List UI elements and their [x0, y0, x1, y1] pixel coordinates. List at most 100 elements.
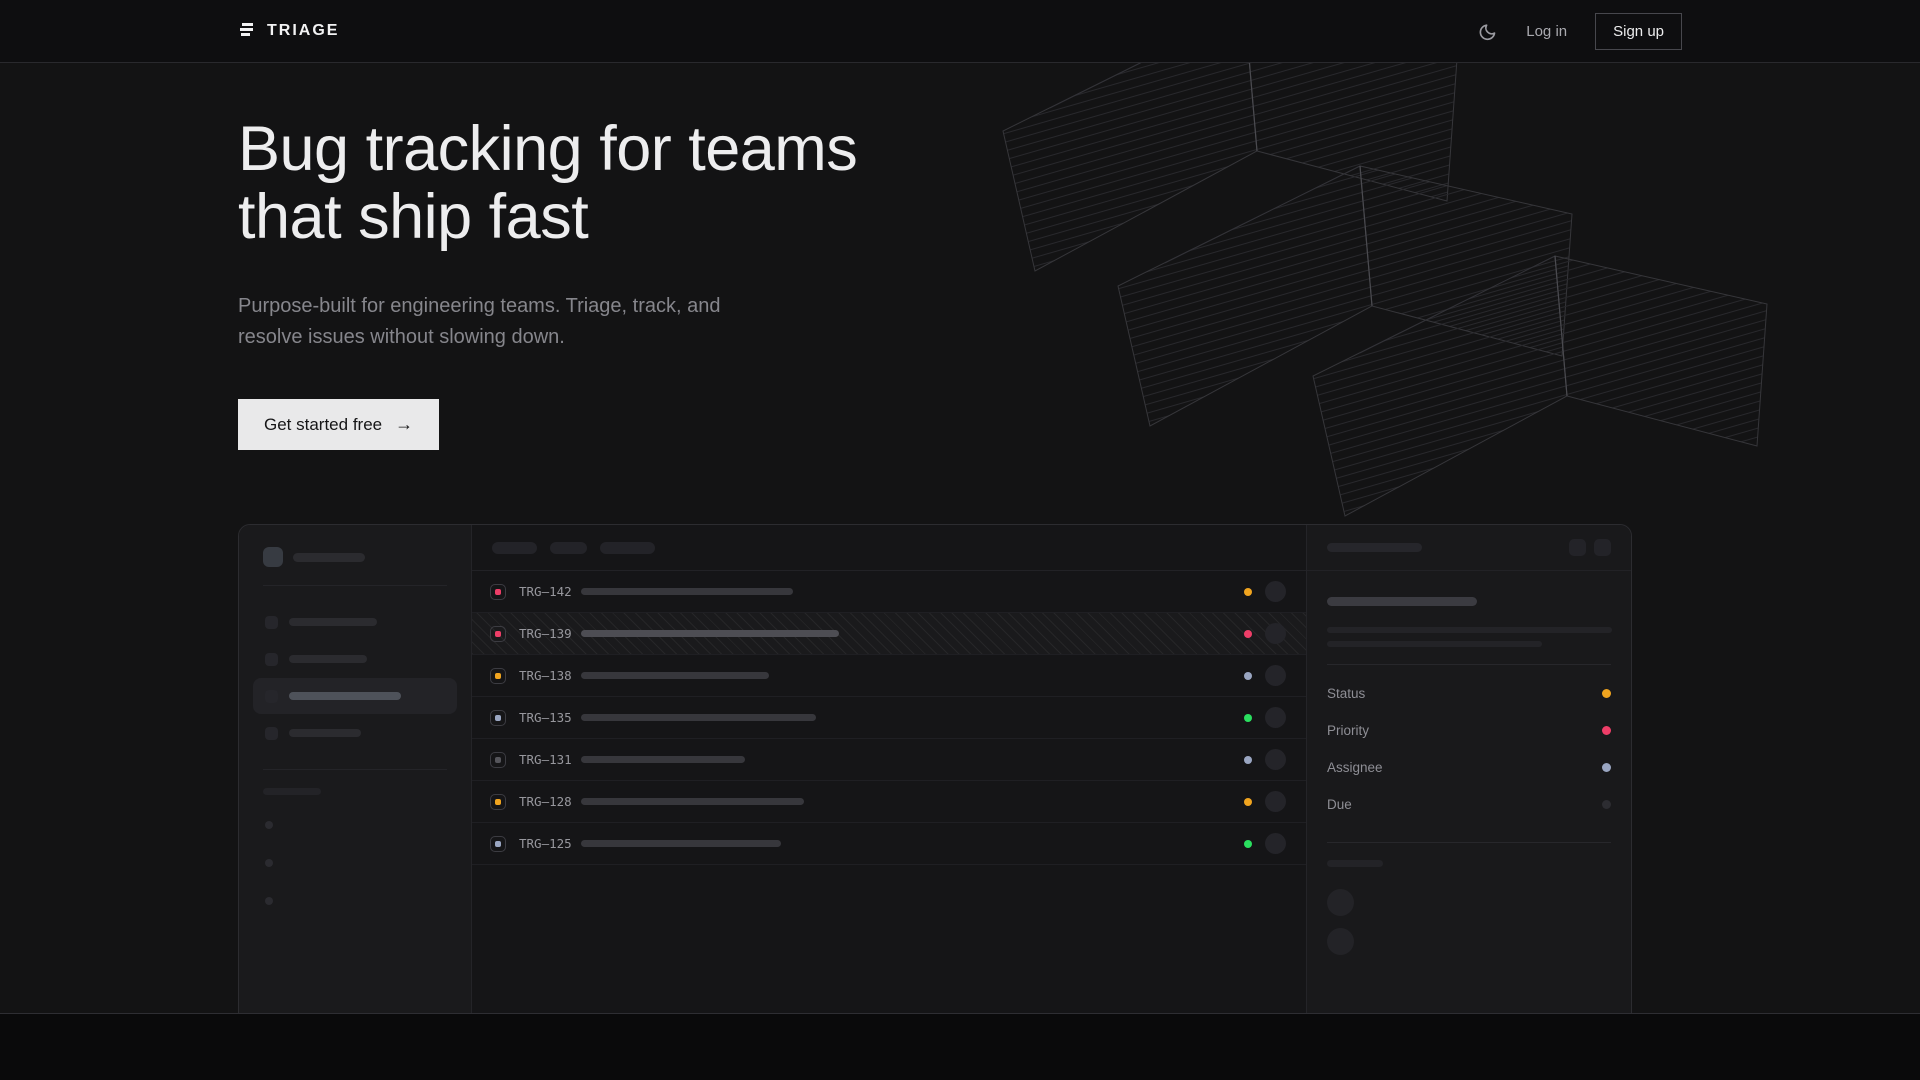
detail-properties: Status Priority Assignee [1327, 684, 1611, 813]
issue-id: TRG–139 [519, 626, 572, 642]
detail-description-skeleton [1327, 627, 1612, 634]
workspace-avatar [263, 547, 283, 568]
get-started-button[interactable]: Get started free → [238, 399, 440, 451]
detail-divider [1327, 842, 1611, 844]
property-row[interactable]: Priority [1327, 721, 1611, 739]
sidebar-dot [265, 897, 273, 906]
sidebar-item-3-active[interactable] [253, 678, 457, 715]
issue-row[interactable]: TRG–125 [472, 823, 1306, 866]
filter-pill-skeleton[interactable] [600, 541, 655, 554]
issue-list-filter-bar [472, 525, 1306, 572]
property-label: Due [1327, 796, 1352, 812]
issue-type-icon [490, 709, 506, 726]
page-title: Bug tracking for teams that ship fast [238, 114, 858, 253]
footer-section [0, 1013, 1920, 1080]
sidebar-item-2[interactable] [253, 641, 457, 677]
property-value-dot [1602, 725, 1611, 735]
property-label: Status [1327, 685, 1366, 701]
app-mockup-card: TRG–142 TRG–139 [238, 524, 1632, 1013]
issue-title-skeleton [581, 672, 769, 680]
assignee-avatar [1265, 623, 1286, 645]
filter-pill-skeleton[interactable] [550, 541, 587, 554]
issue-type-icon [490, 667, 506, 684]
triage-bars-icon [238, 20, 256, 43]
sidebar-item-icon [265, 615, 278, 629]
detail-description-skeleton [1327, 641, 1542, 648]
issue-type-icon [490, 625, 506, 642]
issue-title-skeleton [581, 798, 804, 806]
login-link[interactable]: Log in [1526, 22, 1568, 40]
hero-section: Bug tracking for teams that ship fast Pu… [0, 63, 1920, 1013]
sidebar-divider [263, 769, 447, 771]
issue-status-dot [1244, 671, 1252, 680]
assignee-avatar [1265, 749, 1286, 771]
issue-title-skeleton [581, 756, 745, 764]
issue-title-skeleton [581, 840, 781, 848]
issue-detail-panel: Status Priority Assignee [1306, 525, 1631, 1013]
issue-list-panel: TRG–142 TRG–139 [472, 525, 1306, 1013]
issue-title-skeleton [581, 588, 793, 596]
property-row[interactable]: Due [1327, 795, 1611, 813]
assignee-avatar [1265, 665, 1286, 687]
issue-id: TRG–142 [519, 584, 572, 600]
filter-pill-skeleton[interactable] [492, 541, 537, 554]
sidebar-item-icon [265, 726, 278, 740]
issue-id: TRG–138 [519, 668, 572, 684]
sidebar-dot [265, 821, 273, 830]
issue-id: TRG–135 [519, 710, 572, 726]
issue-status-dot [1244, 797, 1252, 806]
signup-button[interactable]: Sign up [1595, 12, 1682, 50]
activity-label-skeleton [1327, 860, 1383, 868]
property-row[interactable]: Assignee [1327, 758, 1611, 776]
issue-row[interactable]: TRG–131 [472, 739, 1306, 782]
mockup-sidebar [239, 525, 472, 1013]
activity-avatar [1327, 928, 1354, 956]
issue-status-dot [1244, 629, 1252, 638]
sidebar-divider [263, 585, 447, 587]
issue-title-skeleton [581, 714, 816, 722]
issue-row[interactable]: TRG–135 [472, 697, 1306, 740]
activity-avatar [1327, 889, 1354, 917]
workspace-switcher[interactable] [263, 547, 447, 568]
issue-type-icon [490, 583, 506, 600]
issue-id: TRG–125 [519, 836, 572, 852]
assignee-avatar [1265, 791, 1286, 813]
sidebar-item-label-skeleton [289, 692, 401, 701]
issue-row[interactable]: TRG–139 [472, 613, 1306, 656]
issue-row[interactable]: TRG–128 [472, 781, 1306, 824]
property-value-dot [1602, 762, 1611, 772]
arrow-right-icon: → [395, 414, 414, 435]
detail-title-skeleton [1327, 597, 1477, 607]
issue-type-icon [490, 835, 506, 852]
sidebar-item-icon [265, 689, 278, 703]
issue-row[interactable]: TRG–142 [472, 571, 1306, 614]
issue-status-dot [1244, 755, 1252, 764]
issue-status-dot [1244, 587, 1252, 596]
brand-name: TRIAGE [267, 22, 340, 39]
sidebar-item-1[interactable] [253, 604, 457, 640]
sidebar-item-4[interactable] [253, 715, 457, 751]
issue-rows: TRG–142 TRG–139 [472, 571, 1306, 866]
property-value-dot [1602, 799, 1611, 809]
property-row[interactable]: Status [1327, 684, 1611, 702]
issue-id: TRG–128 [519, 794, 572, 810]
property-label: Priority [1327, 722, 1370, 738]
sidebar-section-label-skeleton [263, 788, 321, 796]
sidebar-item-icon [265, 652, 278, 666]
issue-status-dot [1244, 713, 1252, 722]
detail-action-button[interactable] [1594, 539, 1611, 557]
property-value-dot [1602, 688, 1611, 698]
issue-status-dot [1244, 839, 1252, 848]
moon-icon[interactable] [1476, 20, 1498, 42]
sidebar-item-label-skeleton [289, 729, 361, 738]
issue-title-skeleton [581, 630, 839, 638]
issue-row[interactable]: TRG–138 [472, 655, 1306, 698]
property-label: Assignee [1327, 759, 1383, 775]
issue-type-icon [490, 793, 506, 810]
sidebar-item-label-skeleton [289, 618, 377, 627]
brand-logo[interactable]: TRIAGE [238, 20, 339, 43]
detail-action-button[interactable] [1569, 539, 1586, 557]
workspace-name-skeleton [293, 552, 365, 562]
sidebar-item-label-skeleton [289, 655, 367, 664]
detail-breadcrumb-skeleton [1327, 543, 1422, 553]
